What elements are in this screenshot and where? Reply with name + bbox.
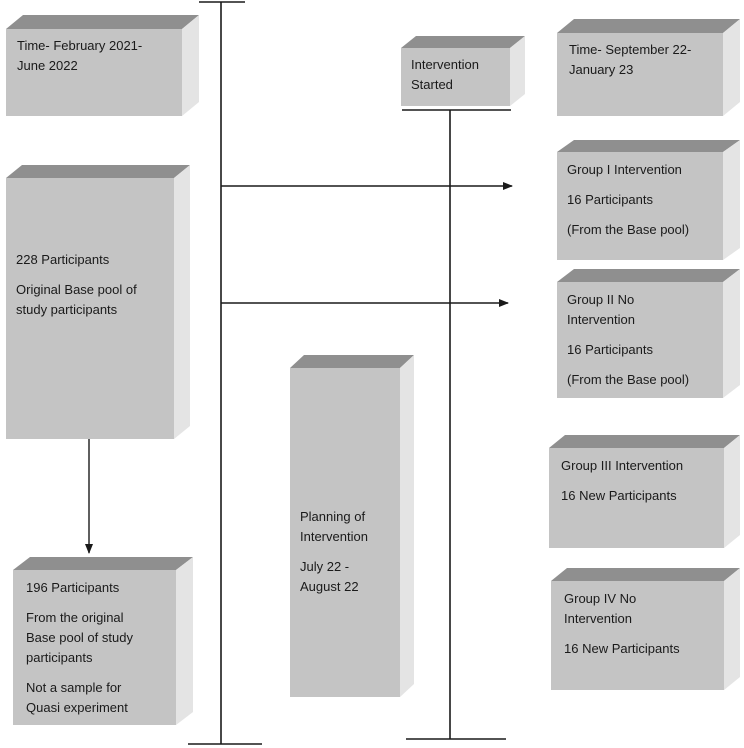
box-planning bbox=[290, 355, 414, 697]
box-base-pool-text: 228 Participants Original Base pool of s… bbox=[16, 250, 172, 320]
box-intervention-started bbox=[401, 36, 525, 106]
time-right-line-2: January 23 bbox=[569, 62, 634, 77]
group3-count: 16 New Participants bbox=[561, 488, 677, 503]
remaining-line-3: Base pool of study bbox=[26, 630, 133, 645]
group2-source: (From the Base pool) bbox=[567, 372, 690, 387]
remaining-line-2: From the original bbox=[26, 610, 124, 625]
box-time-right-text: Time- September 22- January 23 bbox=[569, 40, 721, 80]
box-remaining-participants-text: 196 Participants From the original Base … bbox=[26, 578, 176, 718]
planning-line-3: July 22 - bbox=[300, 559, 350, 574]
time-right-line-1: Time- September 22- bbox=[569, 42, 692, 57]
arrows bbox=[85, 182, 513, 554]
box-time-right bbox=[557, 19, 740, 116]
group1-source: (From the Base pool) bbox=[567, 222, 690, 237]
box-time-left bbox=[6, 15, 199, 116]
box-base-pool bbox=[6, 165, 190, 439]
planning-line-1: Planning of bbox=[300, 509, 366, 524]
group3-title: Group III Intervention bbox=[561, 458, 684, 473]
timeline-left bbox=[188, 1, 262, 745]
base-pool-count: 228 Participants bbox=[16, 252, 110, 267]
box-group1-text: Group I Intervention 16 Participants (Fr… bbox=[567, 160, 721, 240]
time-left-line-2: June 2022 bbox=[17, 58, 78, 73]
timeline-right bbox=[402, 109, 511, 740]
box-remaining-participants bbox=[13, 557, 193, 725]
group1-count: 16 Participants bbox=[567, 192, 653, 207]
planning-line-2: Intervention bbox=[300, 529, 368, 544]
box-intervention-started-text: Intervention Started bbox=[411, 55, 509, 95]
box-group1 bbox=[557, 140, 740, 260]
remaining-line-4: participants bbox=[26, 650, 93, 665]
group1-title: Group I Intervention bbox=[567, 162, 682, 177]
box-planning-text: Planning of Intervention July 22 - Augus… bbox=[300, 507, 398, 597]
intervention-started-line-2: Started bbox=[411, 77, 453, 92]
time-left-line-1: Time- February 2021- bbox=[17, 38, 143, 53]
remaining-line-6: Quasi experiment bbox=[26, 700, 128, 715]
box-group2 bbox=[557, 269, 740, 398]
box-group3 bbox=[549, 435, 740, 548]
box-time-left-text: Time- February 2021- June 2022 bbox=[17, 36, 177, 76]
group2-title-line-2: Intervention bbox=[567, 312, 635, 327]
box-group3-text: Group III Intervention 16 New Participan… bbox=[561, 456, 723, 506]
base-pool-line-3: study participants bbox=[16, 302, 118, 317]
remaining-count: 196 Participants bbox=[26, 580, 120, 595]
intervention-started-line-1: Intervention bbox=[411, 57, 479, 72]
group4-count: 16 New Participants bbox=[564, 641, 680, 656]
remaining-line-5: Not a sample for bbox=[26, 680, 122, 695]
planning-line-4: August 22 bbox=[300, 579, 359, 594]
box-group4 bbox=[551, 568, 740, 690]
group4-title-line-1: Group IV No bbox=[564, 591, 637, 606]
box-group4-text: Group IV No Intervention 16 New Particip… bbox=[564, 589, 722, 659]
group2-count: 16 Participants bbox=[567, 342, 653, 357]
group4-title-line-2: Intervention bbox=[564, 611, 632, 626]
box-group2-text: Group II No Intervention 16 Participants… bbox=[567, 290, 721, 390]
group2-title-line-1: Group II No bbox=[567, 292, 635, 307]
base-pool-line-2: Original Base pool of bbox=[16, 282, 137, 297]
